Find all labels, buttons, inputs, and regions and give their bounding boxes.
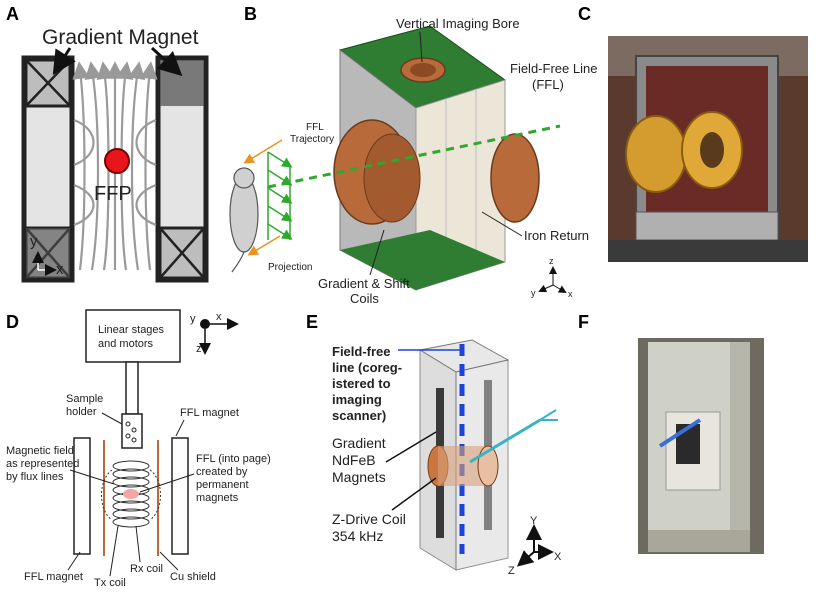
ffl-magnet-right (171, 437, 189, 555)
ffl-d-line1: FFL (into page) (196, 453, 271, 465)
ffp-dot (104, 148, 130, 174)
ffl-d-line4: magnets (196, 492, 239, 504)
iron-return-label: Iron Return (524, 228, 589, 243)
gradient-coil-left-inner (363, 133, 421, 223)
field-line2: as represented (6, 458, 79, 470)
axis-x-label: x (56, 261, 64, 278)
stages-line1: Linear stages (98, 324, 165, 336)
axis-y-label: y (30, 233, 38, 250)
sample-rod (125, 361, 139, 415)
ffl-label-line2: (FFL) (532, 77, 564, 92)
ffl-magnet-top-label: FFL magnet (180, 407, 239, 419)
panel-b-letter: B (244, 4, 257, 24)
e-grad-line2: NdFeB (332, 452, 376, 468)
field-line1: Magnetic field (6, 445, 74, 457)
title-pointer-right (150, 46, 183, 77)
sample-line2: holder (66, 406, 97, 418)
right-magnet-top-block (160, 60, 204, 106)
mouse-illustration (229, 167, 259, 273)
ffl-d-line2: created by (196, 466, 248, 478)
e-zdrive-line1: Z-Drive Coil (332, 511, 406, 527)
panel-a: A Gradient Magnet (6, 4, 209, 283)
bottom-magnet-plate (340, 230, 505, 290)
b-axis-x: x (568, 289, 573, 299)
e-grad-line3: Magnets (332, 469, 386, 485)
panel-c-letter: C (578, 4, 591, 24)
e-grad-line1: Gradient (332, 435, 386, 451)
cu-shield-label: Cu shield (170, 571, 216, 583)
ffl-magnet-bottom-label: FFL magnet (24, 571, 83, 583)
ffl-trajectory-arrows (267, 151, 293, 240)
panel-b-axes: z y x (531, 256, 573, 299)
ffl-magnet-left (73, 437, 91, 555)
panel-d: D Linear stages and motors Sample holder… (6, 309, 271, 589)
e-zdrive-line2: 354 kHz (332, 528, 383, 544)
e-axis-y: Y (530, 515, 538, 527)
coils-label-line2: Coils (350, 291, 379, 306)
title-pointer-left (52, 47, 76, 76)
imaging-bore-inner (410, 63, 436, 77)
e-ffl-line1: Field-free (332, 344, 391, 359)
field-line3: by flux lines (6, 471, 64, 483)
tx-coil-label: Tx coil (94, 577, 126, 589)
panel-e: E Field-free line (coreg- istered to ima… (306, 312, 562, 577)
bore-label: Vertical Imaging Bore (396, 16, 520, 31)
panel-e-axes: Y Z X (508, 515, 562, 577)
z-drive-coil (427, 445, 499, 487)
ffl-spot (123, 489, 139, 499)
b-axis-y: y (531, 288, 536, 298)
gradient-magnet-title: Gradient Magnet (42, 26, 199, 49)
panel-d-letter: D (6, 312, 19, 332)
projection-arrow-bottom (247, 235, 281, 256)
e-ffl-line3: istered to (332, 376, 391, 391)
ffl-label-line1: Field-Free Line (510, 61, 597, 76)
panel-f-photo (638, 338, 764, 554)
projection-arrow-top (243, 139, 283, 164)
traj-label-line1: FFL (306, 122, 324, 133)
e-axis-z: Z (508, 565, 515, 577)
panel-b: B (229, 4, 597, 306)
ffl-d-line3: permanent (196, 479, 249, 491)
b-axis-z: z (549, 256, 554, 266)
e-ffl-line2: line (coreg- (332, 360, 402, 375)
right-magnet-bottom-cross (159, 227, 205, 279)
sample-wand (469, 418, 541, 464)
panel-f-letter: F (578, 312, 589, 332)
e-axis-x: X (554, 551, 562, 563)
gradient-coil-right (490, 133, 540, 223)
traj-label-line2: Trajectory (290, 134, 334, 145)
projection-label: Projection (268, 262, 312, 273)
sample-line1: Sample (66, 393, 103, 405)
coils-label-line1: Gradient & Shift (318, 276, 410, 291)
ffp-label: FFP (94, 183, 132, 205)
panel-e-letter: E (306, 312, 318, 332)
sample-wand-tip (539, 409, 558, 421)
panel-d-axes: y x z (190, 311, 239, 355)
panel-a-axes: y x (30, 233, 64, 278)
linear-stages-box (85, 309, 181, 363)
rx-coil-label: Rx coil (130, 563, 163, 575)
e-ffl-line4: imaging (332, 392, 382, 407)
d-axis-y: y (190, 313, 196, 325)
d-axis-z: z (196, 343, 202, 355)
e-ffl-line5: scanner) (332, 408, 386, 423)
panel-a-letter: A (6, 4, 19, 24)
stages-line2: and motors (98, 338, 154, 350)
panel-c-photo (608, 36, 808, 262)
tx-rx-coils (101, 460, 161, 528)
d-axis-x: x (216, 311, 222, 323)
ffl-line (267, 124, 561, 189)
